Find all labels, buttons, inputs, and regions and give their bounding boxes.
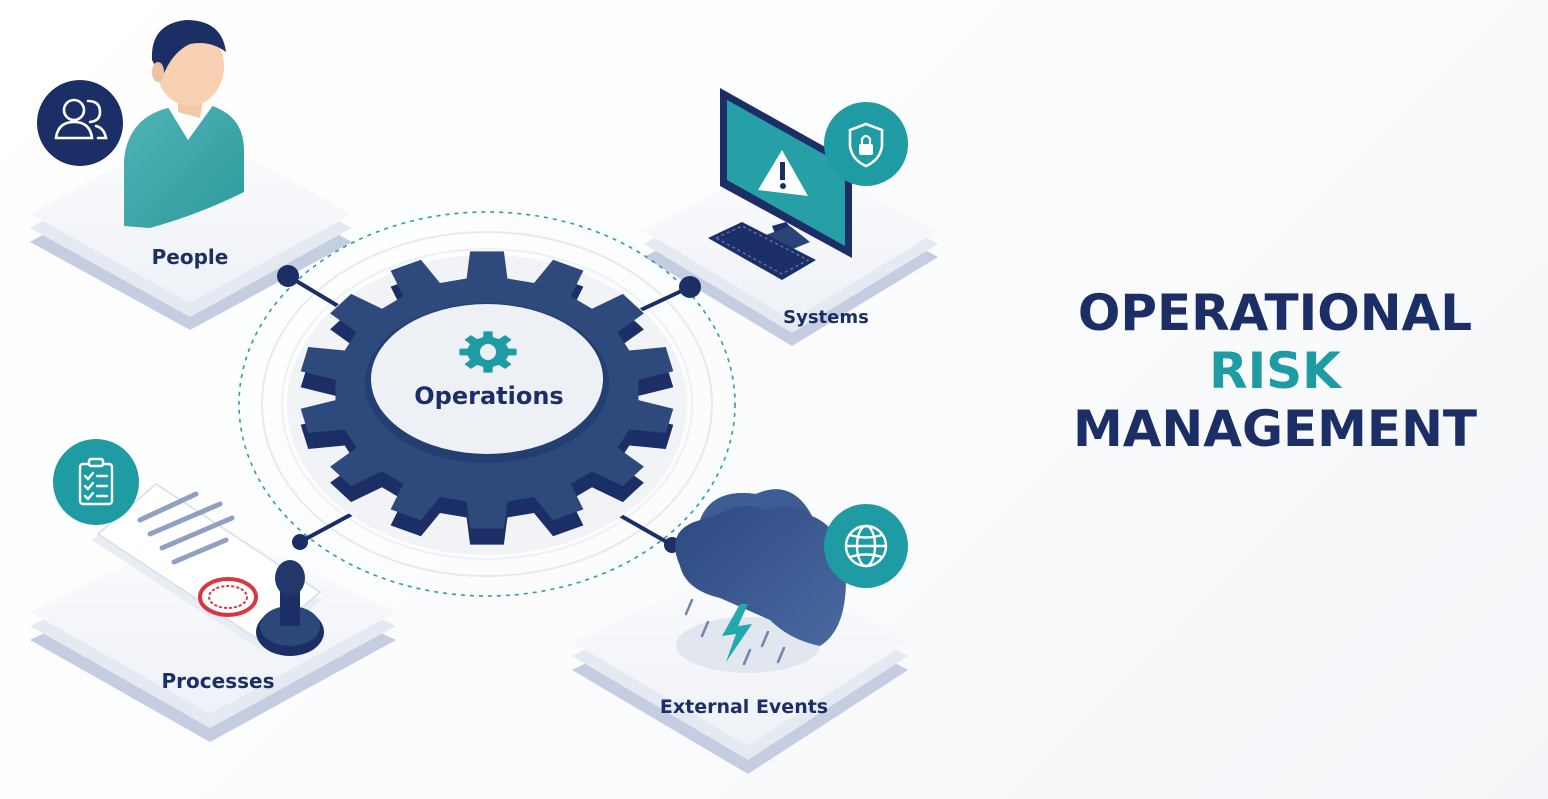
orbit-rings [238, 211, 736, 597]
title-line-2: RISK [1209, 342, 1341, 400]
processes-badge [53, 439, 139, 525]
node-systems[interactable]: Systems [708, 88, 908, 328]
hub-label: Operations [414, 382, 563, 410]
users-icon [54, 98, 108, 140]
clipboard-checklist-icon [78, 457, 114, 506]
node-label-external-events: External Events [660, 696, 828, 718]
monitor-icon [708, 88, 852, 280]
node-people[interactable]: People [37, 20, 244, 269]
node-label-systems: Systems [783, 307, 869, 328]
title-line-1: OPERATIONAL [1077, 284, 1473, 342]
gear-icon [459, 331, 517, 373]
storm-cloud-icon [675, 489, 846, 673]
node-external-events[interactable]: External Events [660, 489, 908, 718]
title-block: OPERATIONAL RISK MANAGEMENT [1030, 288, 1520, 462]
people-badge [37, 80, 123, 166]
node-label-processes: Processes [162, 669, 275, 693]
external-events-badge [824, 504, 908, 588]
shield-lock-icon [848, 122, 884, 168]
document-icon [92, 483, 322, 650]
node-processes[interactable]: Processes [53, 439, 324, 693]
risk-diagram: Operations [30, 20, 938, 774]
title-line-3: MANAGEMENT [1072, 400, 1478, 458]
systems-badge [824, 102, 908, 186]
person-icon [124, 20, 244, 228]
stamp-icon [256, 560, 324, 656]
globe-icon [844, 524, 888, 568]
node-label-people: People [152, 245, 229, 269]
operations-gear: Operations [287, 251, 687, 555]
